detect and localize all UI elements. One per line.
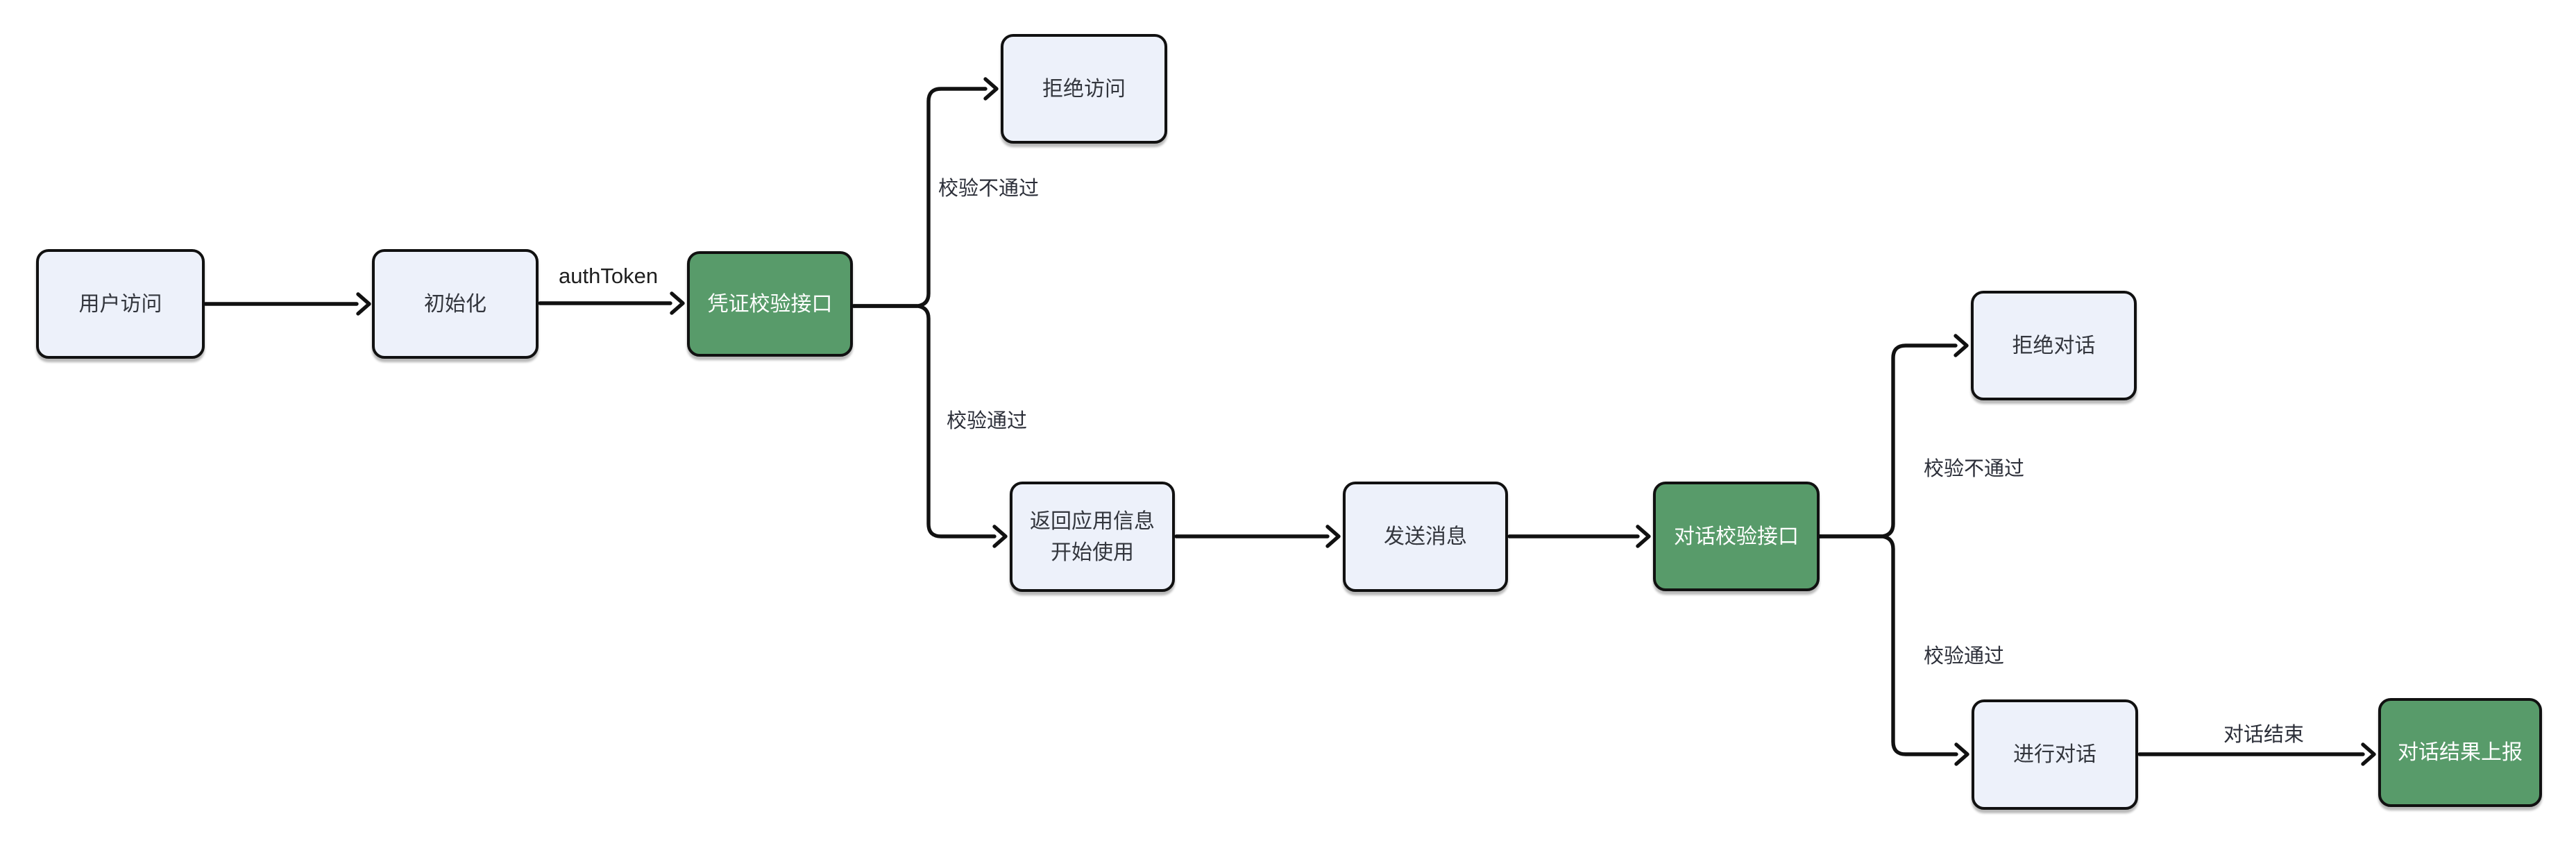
node-deny-access: 拒绝访问 bbox=[1001, 34, 1167, 144]
arrowhead-dialog-check bbox=[1636, 525, 1651, 548]
node-label: 拒绝访问 bbox=[1042, 77, 1126, 101]
node-label: 拒绝对话 bbox=[2012, 334, 2096, 357]
arrowhead-deny-dialog bbox=[1954, 334, 1969, 357]
node-label: 发送消息 bbox=[1384, 525, 1467, 548]
node-return-app-info: 返回应用信息 开始使用 bbox=[1010, 482, 1175, 592]
arrowhead-report bbox=[2361, 742, 2376, 766]
edge-credential-check-to-deny-access bbox=[851, 87, 988, 308]
edge-label-check-fail-1: 校验不通过 bbox=[938, 178, 1040, 200]
edge-dialog-check-to-do-dialog bbox=[1817, 534, 1958, 756]
node-do-dialog: 进行对话 bbox=[1972, 699, 2138, 810]
arrowhead-deny-access bbox=[983, 77, 999, 101]
arrowhead-send-message bbox=[1325, 525, 1341, 548]
arrowhead-init bbox=[356, 292, 371, 316]
arrowhead-do-dialog bbox=[1954, 742, 1969, 766]
arrowhead-credential-check bbox=[670, 291, 685, 315]
node-label-line2: 开始使用 bbox=[1051, 541, 1134, 564]
arrowhead-return-app-info bbox=[992, 525, 1008, 548]
edge-label-check-pass-2: 校验通过 bbox=[1924, 645, 2005, 668]
edge-label-check-pass-1: 校验通过 bbox=[947, 410, 1028, 432]
node-label: 用户访问 bbox=[78, 292, 162, 316]
node-label-line1: 返回应用信息 bbox=[1030, 509, 1155, 533]
node-label: 对话结果上报 bbox=[2398, 741, 2523, 764]
edge-credential-check-to-return-app-info bbox=[851, 304, 997, 538]
node-credential-check-api: 凭证校验接口 bbox=[687, 251, 853, 357]
node-label: 凭证校验接口 bbox=[707, 292, 833, 316]
node-label: 对话校验接口 bbox=[1674, 525, 1799, 548]
node-user-visit: 用户访问 bbox=[36, 249, 205, 359]
edge-label-auth-token: authToken bbox=[559, 264, 659, 288]
node-dialog-check-api: 对话校验接口 bbox=[1653, 482, 1820, 591]
node-label: 进行对话 bbox=[2013, 743, 2096, 766]
node-dialog-result-report: 对话结果上报 bbox=[2378, 698, 2542, 807]
edge-label-check-fail-2: 校验不通过 bbox=[1924, 458, 2025, 480]
node-deny-dialog: 拒绝对话 bbox=[1971, 291, 2137, 400]
edge-label-dialog-end: 对话结束 bbox=[2223, 724, 2305, 746]
node-label: 初始化 bbox=[424, 292, 486, 316]
node-init: 初始化 bbox=[372, 249, 539, 359]
edge-dialog-check-to-deny-dialog bbox=[1817, 343, 1958, 538]
node-send-message: 发送消息 bbox=[1343, 482, 1508, 592]
